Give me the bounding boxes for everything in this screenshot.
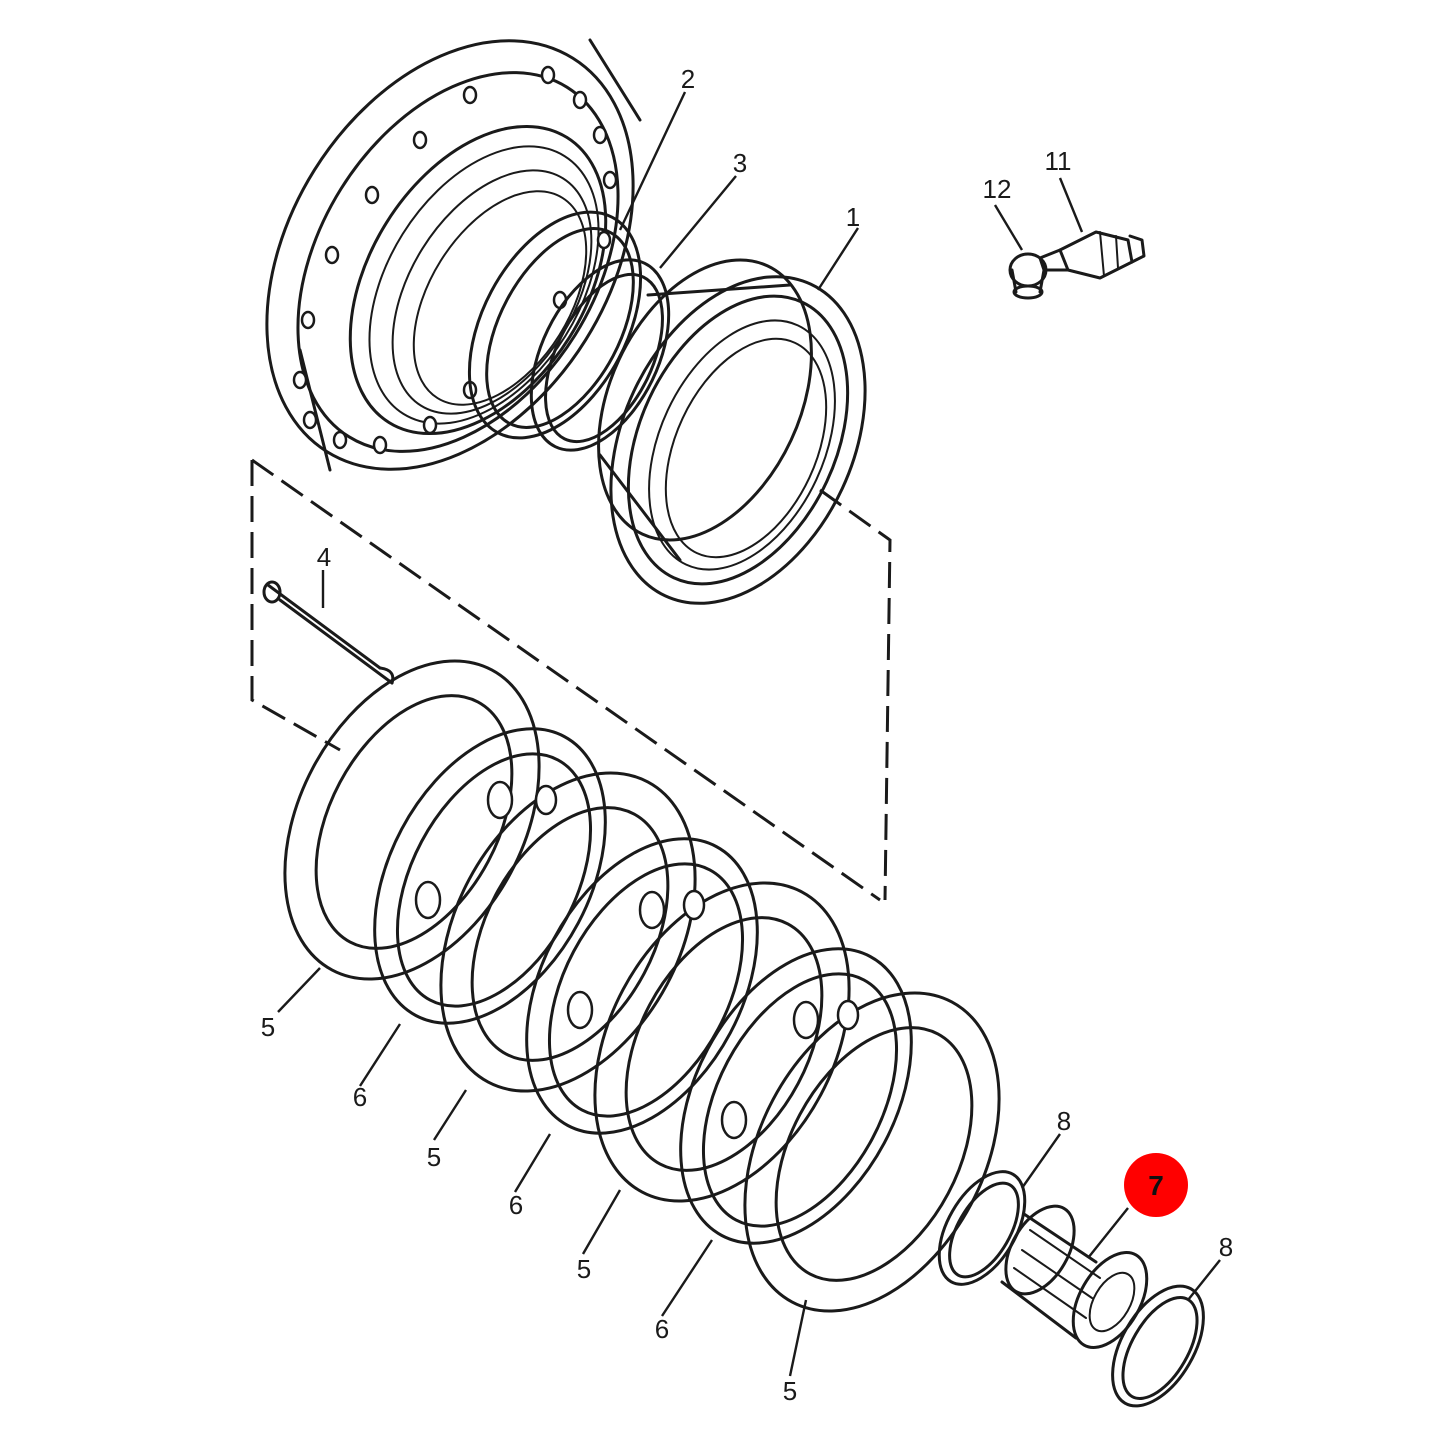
callout-8-right: 8 — [1219, 1232, 1233, 1262]
callout-6b: 6 — [509, 1190, 523, 1220]
steel-plates — [283, 659, 1001, 1313]
callout-5b: 5 — [427, 1142, 441, 1172]
fitting-11 — [1038, 230, 1146, 280]
callout-1: 1 — [846, 202, 860, 232]
steel-plate-5c — [593, 881, 851, 1203]
friction-disc-6c — [679, 947, 913, 1245]
splined-hub-7 — [1000, 1204, 1149, 1349]
steel-plate-5b — [439, 771, 697, 1093]
callout-4: 4 — [317, 542, 331, 572]
highlight-badge — [1124, 1153, 1188, 1217]
plug-12 — [1008, 252, 1048, 300]
seal-ring-3 — [529, 258, 671, 452]
callout-11: 11 — [1045, 146, 1072, 176]
callout-6a: 6 — [353, 1082, 367, 1112]
callout-3: 3 — [733, 148, 747, 178]
snap-ring-8-right — [1111, 1284, 1205, 1408]
pin-4 — [262, 580, 395, 685]
callout-6c: 6 — [655, 1314, 669, 1344]
callout-2: 2 — [681, 64, 695, 94]
callout-5a: 5 — [261, 1012, 275, 1042]
callout-5c: 5 — [577, 1254, 591, 1284]
steel-plate-5d — [743, 991, 1001, 1313]
callout-5d: 5 — [783, 1376, 797, 1406]
callout-8-left: 8 — [1057, 1106, 1071, 1136]
piston-1 — [597, 258, 867, 605]
bolt-holes — [292, 65, 618, 455]
alignment-guide — [250, 458, 892, 902]
leader-lines — [277, 91, 1221, 1377]
callout-12: 12 — [983, 174, 1012, 204]
friction-discs — [373, 727, 913, 1245]
snap-ring-8-left — [937, 1170, 1027, 1286]
housing — [265, 38, 642, 472]
callouts: 1 2 3 4 5 6 5 6 5 6 5 8 8 11 12 7 — [261, 64, 1233, 1406]
callout-7-highlighted: 7 — [1148, 1170, 1164, 1201]
